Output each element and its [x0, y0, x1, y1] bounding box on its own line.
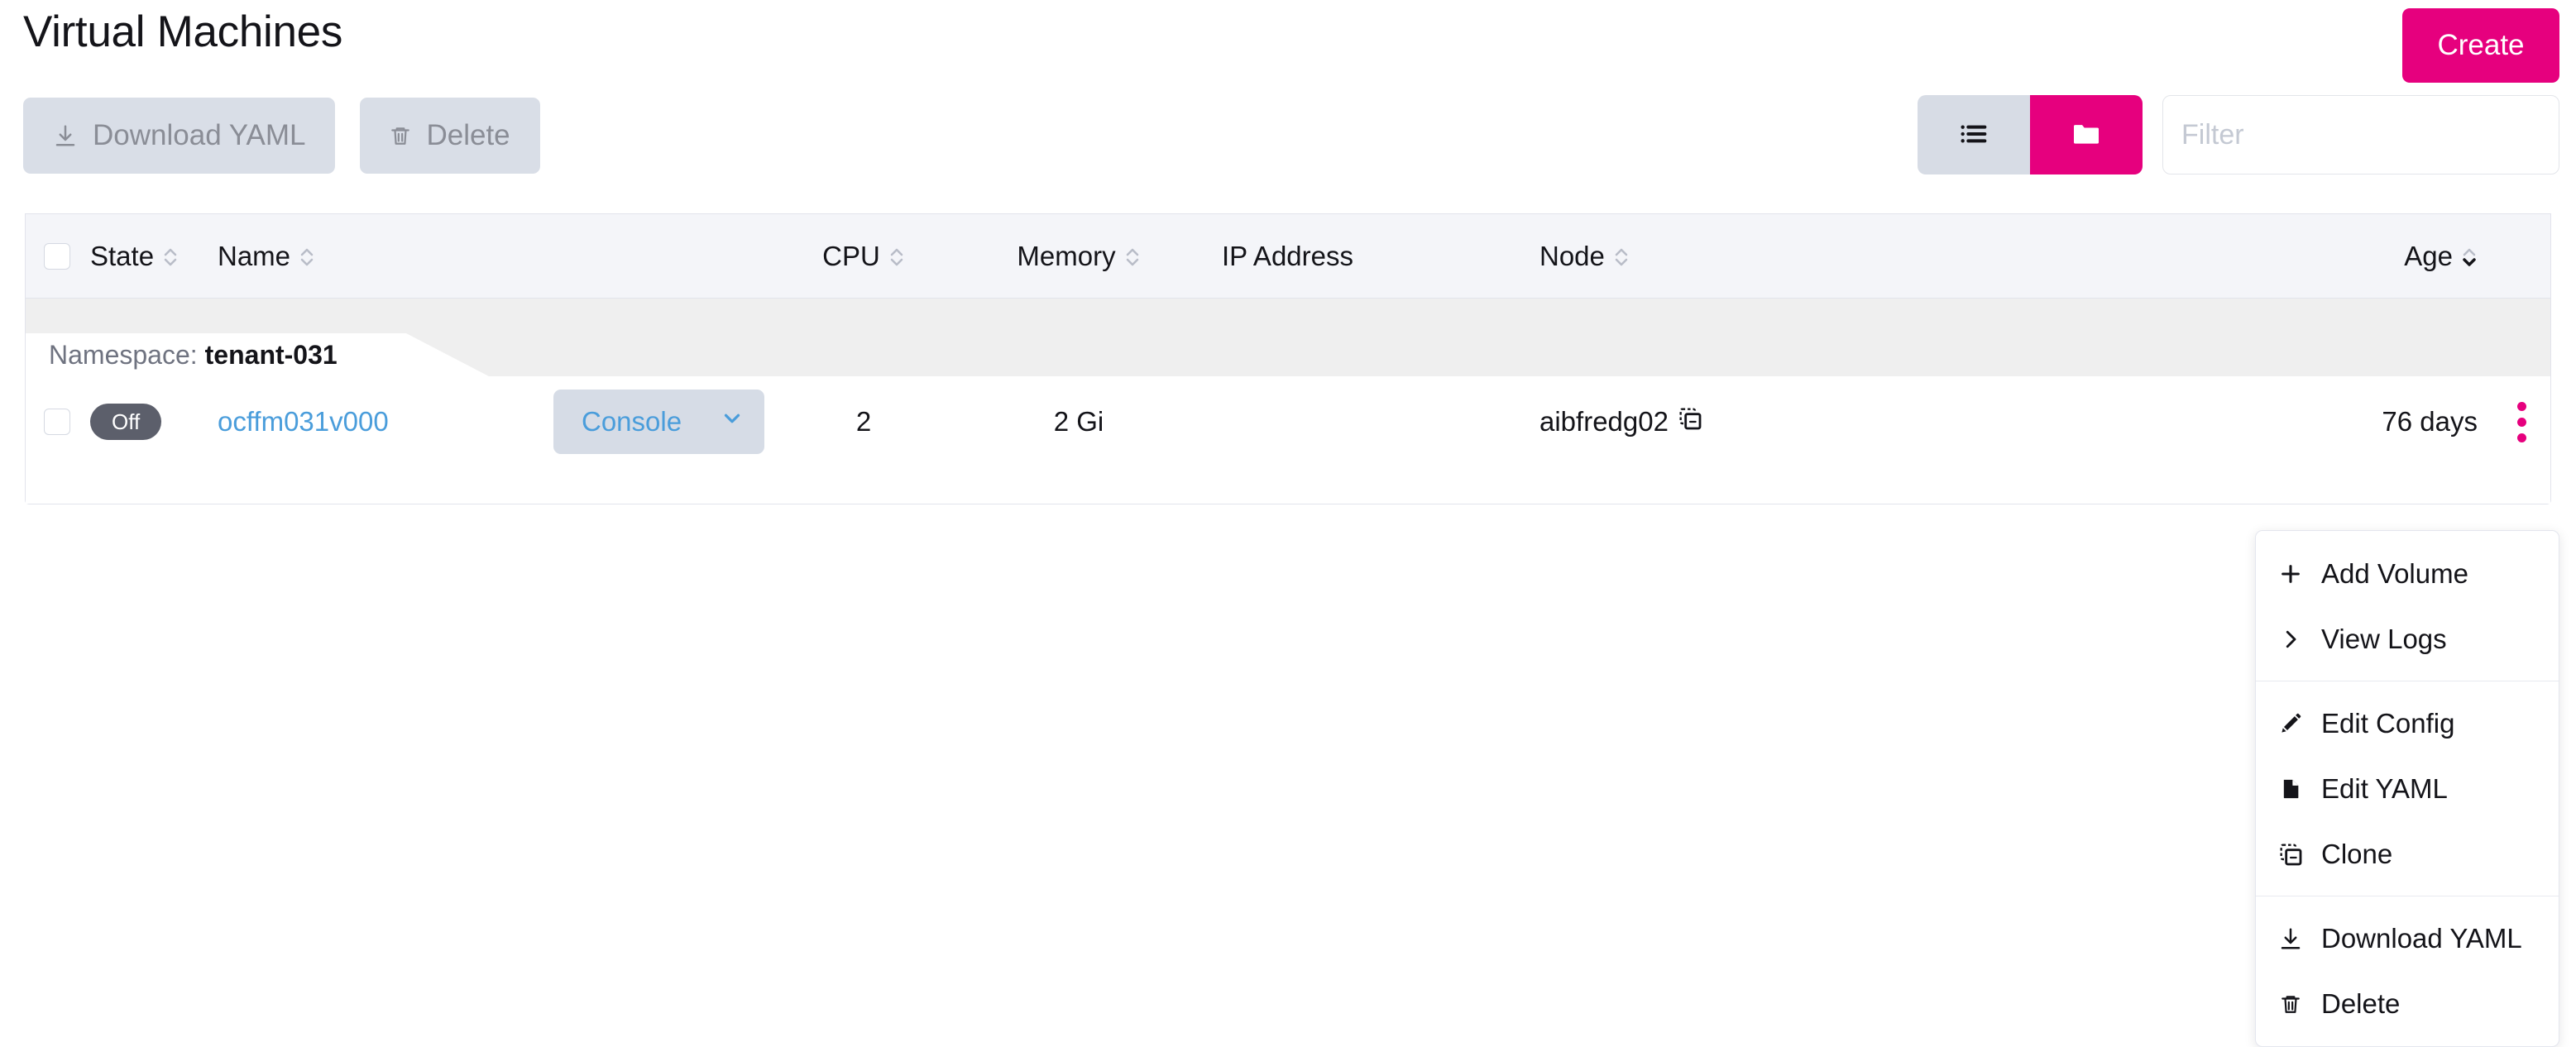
menu-item-download-yaml-label: Download YAML	[2321, 922, 2522, 954]
folder-view-icon	[2070, 117, 2103, 153]
pencil-icon	[2276, 711, 2305, 736]
row-actions-menu: Add Volume View Logs Edit Config Edit	[2255, 530, 2559, 1047]
sort-icon-memory[interactable]	[1124, 245, 1141, 270]
select-all-checkbox[interactable]	[44, 242, 70, 270]
menu-item-edit-config[interactable]: Edit Config	[2256, 691, 2559, 756]
chevron-right-icon	[2276, 627, 2305, 652]
file-icon	[2276, 777, 2305, 801]
page-header: Virtual Machines Create Download YAML De…	[0, 0, 2576, 190]
sort-icon-cpu[interactable]	[888, 245, 905, 270]
sort-icon-name[interactable]	[299, 245, 315, 270]
row-select-cell	[26, 409, 90, 435]
view-mode-toggle	[1918, 95, 2143, 174]
column-header-ip-address: IP Address	[1199, 241, 1513, 272]
menu-item-edit-config-label: Edit Config	[2321, 707, 2455, 739]
create-button[interactable]: Create	[2402, 8, 2559, 83]
namespace-group-header: Namespace: tenant-031	[26, 299, 2550, 376]
menu-item-view-logs[interactable]: View Logs	[2256, 606, 2559, 672]
select-all-cell	[26, 242, 90, 270]
trash-icon	[390, 122, 411, 149]
menu-item-clone-label: Clone	[2321, 838, 2393, 869]
column-header-node[interactable]: Node	[1513, 241, 1943, 272]
column-header-node-label: Node	[1539, 240, 1605, 271]
copy-icon[interactable]	[1677, 405, 1703, 438]
download-icon	[53, 122, 78, 149]
console-dropdown-button[interactable]: Console	[553, 390, 764, 454]
delete-button[interactable]: Delete	[360, 98, 540, 174]
row-actions-kebab-button[interactable]	[2516, 401, 2526, 442]
create-button-label: Create	[2437, 29, 2525, 61]
menu-item-view-logs-label: View Logs	[2321, 623, 2447, 654]
menu-item-delete[interactable]: Delete	[2256, 971, 2559, 1036]
menu-item-delete-label: Delete	[2321, 987, 2401, 1019]
list-view-icon	[1957, 117, 1990, 153]
download-yaml-label: Download YAML	[93, 119, 306, 151]
column-header-name-label: Name	[218, 240, 291, 271]
row-state-cell: Off	[90, 404, 198, 440]
column-header-age[interactable]: Age	[1943, 241, 2492, 272]
copy-icon	[2276, 841, 2305, 868]
vm-name-link[interactable]: ocffm031v000	[218, 406, 389, 437]
table-row[interactable]: Off ocffm031v000 Console 2 2 Gi	[26, 376, 2550, 467]
table-body-filler	[26, 467, 2550, 504]
trash-icon	[2276, 991, 2305, 1017]
table-header-row: State Name CPU	[26, 213, 2550, 299]
sort-icon-state[interactable]	[162, 245, 179, 270]
row-checkbox[interactable]	[44, 409, 70, 435]
kebab-dot	[2516, 433, 2526, 442]
row-name-cell: ocffm031v000	[198, 406, 553, 437]
row-cpu-cell: 2	[768, 406, 959, 437]
menu-item-edit-yaml-label: Edit YAML	[2321, 772, 2448, 804]
row-memory-cell: 2 Gi	[959, 406, 1199, 437]
kebab-dot	[2516, 417, 2526, 427]
group-view-toggle[interactable]	[2030, 95, 2143, 174]
column-header-cpu-label: CPU	[822, 240, 880, 271]
table-controls	[1918, 95, 2559, 174]
column-header-cpu[interactable]: CPU	[768, 241, 959, 272]
kebab-dot	[2516, 401, 2526, 411]
menu-item-add-volume[interactable]: Add Volume	[2256, 541, 2559, 606]
sort-icon-node[interactable]	[1613, 245, 1630, 270]
row-console-cell: Console	[553, 390, 768, 454]
row-actions-cell	[2492, 401, 2550, 442]
column-header-state[interactable]: State	[90, 241, 198, 272]
namespace-value: tenant-031	[204, 339, 338, 370]
menu-item-add-volume-label: Add Volume	[2321, 557, 2468, 589]
page-title: Virtual Machines	[23, 7, 343, 56]
chevron-down-icon	[720, 406, 745, 437]
menu-item-edit-yaml[interactable]: Edit YAML	[2256, 756, 2559, 821]
namespace-group-tab: Namespace: tenant-031	[26, 333, 489, 376]
column-header-memory[interactable]: Memory	[959, 241, 1199, 272]
column-header-state-label: State	[90, 240, 155, 271]
column-header-memory-label: Memory	[1017, 240, 1116, 271]
bulk-action-bar: Download YAML Delete	[23, 98, 540, 174]
namespace-label: Namespace:	[49, 339, 198, 370]
column-header-name[interactable]: Name	[198, 241, 553, 272]
list-view-toggle[interactable]	[1918, 95, 2030, 174]
menu-item-clone[interactable]: Clone	[2256, 821, 2559, 887]
row-age-value: 76 days	[2382, 406, 2478, 437]
sort-icon-age[interactable]	[2461, 245, 2478, 270]
virtual-machines-table: State Name CPU	[25, 213, 2551, 504]
delete-label: Delete	[426, 119, 510, 151]
filter-input[interactable]	[2162, 95, 2559, 174]
plus-icon	[2276, 561, 2305, 587]
console-dropdown-label: Console	[582, 406, 682, 437]
column-header-ip-address-label: IP Address	[1222, 240, 1353, 271]
row-age-cell: 76 days	[1943, 406, 2492, 437]
row-memory-value: 2 Gi	[1053, 406, 1104, 437]
download-yaml-button[interactable]: Download YAML	[23, 98, 336, 174]
download-icon	[2276, 925, 2305, 952]
menu-item-download-yaml[interactable]: Download YAML	[2256, 906, 2559, 971]
column-header-age-label: Age	[2404, 240, 2453, 271]
row-node-cell: aibfredg02	[1513, 405, 1943, 438]
status-badge: Off	[90, 404, 162, 440]
row-node-value: aibfredg02	[1539, 406, 1669, 437]
row-cpu-value: 2	[855, 406, 872, 437]
